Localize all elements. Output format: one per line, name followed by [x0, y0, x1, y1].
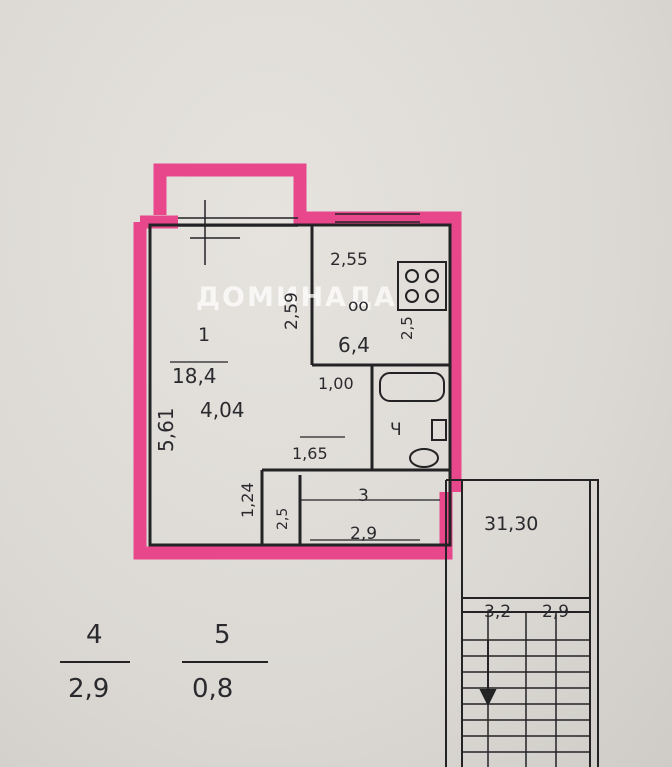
stair-steps: [462, 612, 590, 767]
inner-walls: [148, 223, 452, 547]
kitchen-symbol: оо: [348, 296, 369, 316]
stove-icon: [397, 261, 447, 311]
hall-number: 3: [358, 486, 369, 506]
room-main-length: 5,61: [154, 407, 178, 452]
room-main-number: 1: [198, 324, 211, 346]
legend-number-5: 5: [214, 620, 231, 650]
kitchen-area: 6,4: [338, 333, 370, 357]
bathroom-label: Ч: [390, 420, 402, 440]
stairwell: [445, 479, 599, 767]
kitchen-length: 2,59: [282, 292, 302, 330]
hall-side-dim: 2,5: [275, 507, 291, 530]
hall-area: 2,9: [350, 524, 378, 544]
stair-arrow-icon: [479, 640, 497, 707]
bathtub-icon: [379, 372, 445, 402]
legend-value-4: 2,9: [68, 674, 110, 704]
window-lines: [178, 200, 420, 265]
hall-depth: 1,24: [238, 482, 257, 518]
toilet-icon: [409, 419, 447, 468]
kitchen-side-dim: 2,5: [398, 316, 416, 340]
bathroom-width: 1,00: [318, 374, 354, 393]
room-main-area: 18,4: [172, 364, 217, 388]
stair-dim-a: 3,2: [484, 602, 512, 622]
room-main-width: 4,04: [200, 398, 245, 422]
stair-dim-b: 2,9: [542, 602, 570, 622]
dimension-lines: [170, 361, 440, 541]
legend-value-5: 0,8: [192, 674, 234, 704]
hall-width: 1,65: [292, 444, 328, 463]
kitchen-width: 2,55: [330, 250, 368, 270]
watermark-text: ДОМИНАДА: [196, 282, 397, 313]
stair-area: 31,30: [484, 513, 539, 535]
legend-number-4: 4: [86, 620, 103, 650]
